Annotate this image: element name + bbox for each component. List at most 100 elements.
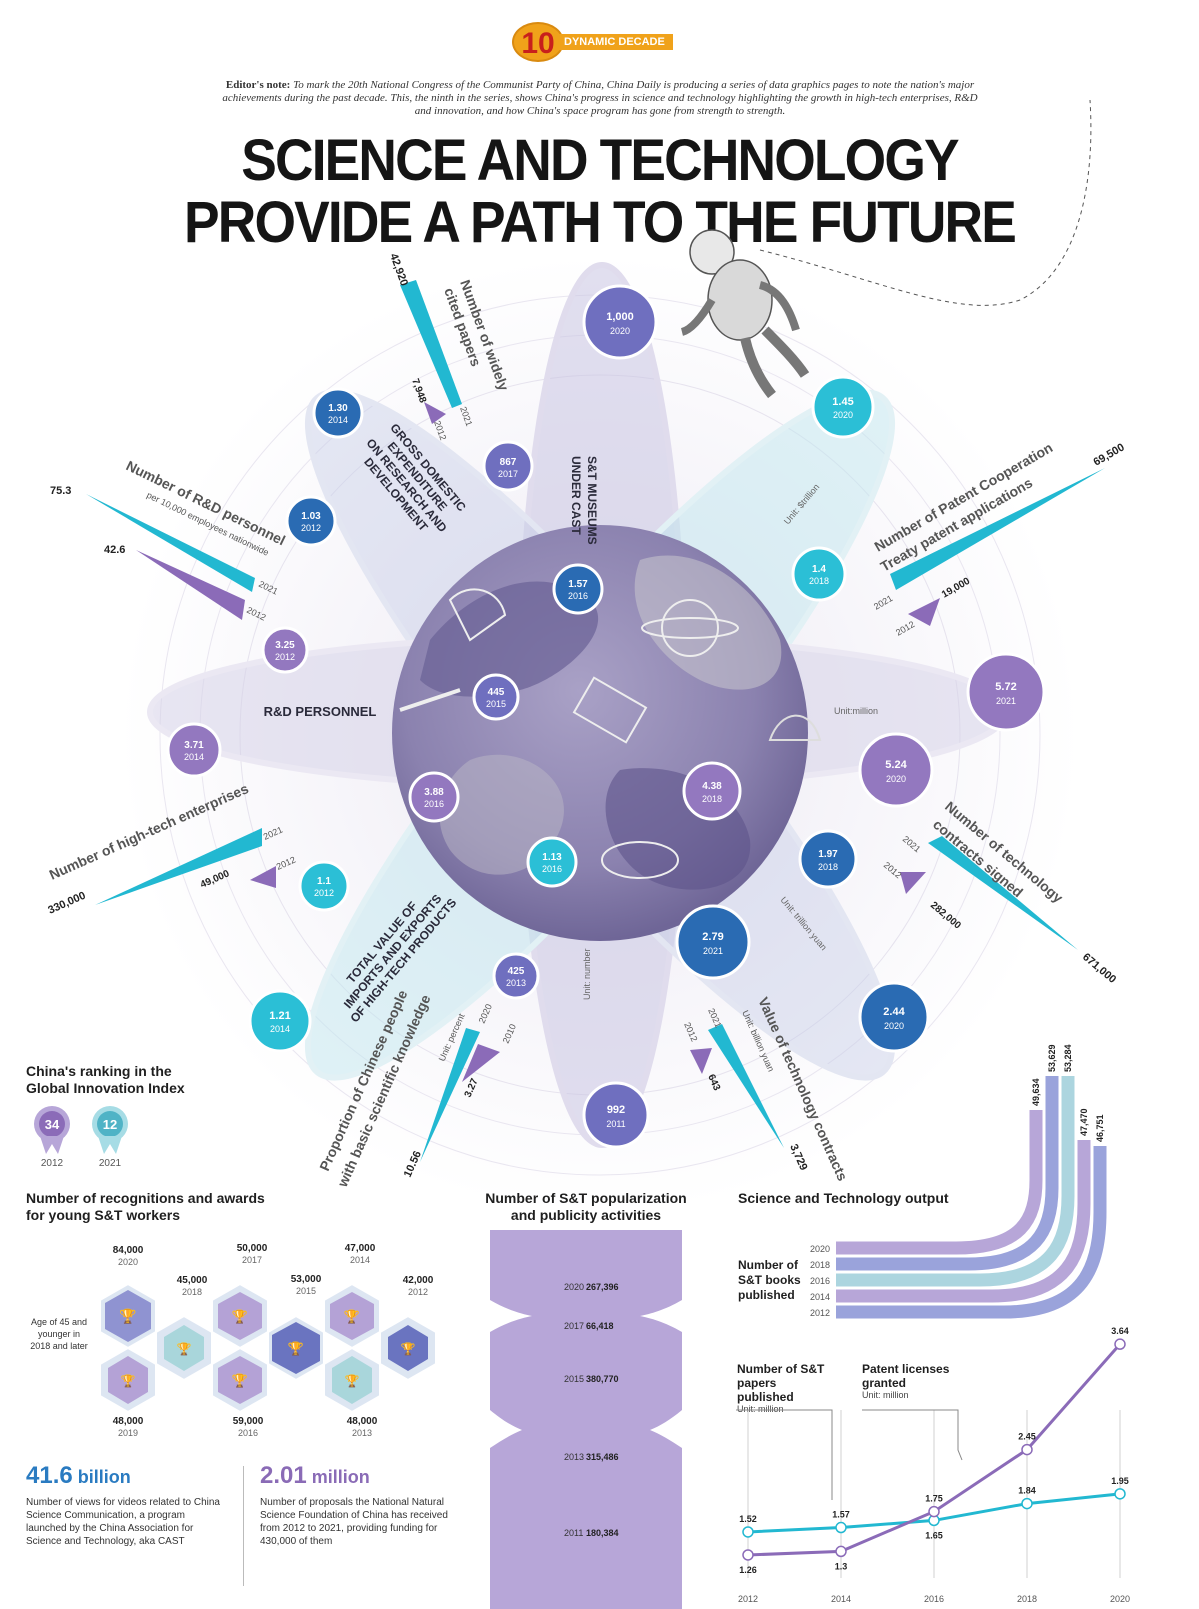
svg-text:1.30: 1.30 [328, 403, 348, 414]
svg-text:2014: 2014 [350, 1255, 370, 1265]
line-chart-pointers [736, 1409, 963, 1500]
svg-text:2011: 2011 [606, 1119, 625, 1129]
output-title: Science and Technology output [738, 1190, 949, 1206]
books-value-1: 53,629 [1047, 1044, 1057, 1072]
editors-note-text: To mark the 20th National Congress of th… [222, 79, 978, 117]
bubble-trade-2016: 1.13 2016 [526, 836, 578, 888]
svg-text:48,000: 48,000 [113, 1416, 144, 1427]
bubble-trade-2014: 1.21 2014 [248, 989, 312, 1053]
svg-text:2014: 2014 [184, 752, 204, 762]
svg-text:2018: 2018 [182, 1287, 202, 1297]
svg-text:2017: 2017 [564, 1321, 584, 1331]
svg-text:3.88: 3.88 [424, 787, 444, 798]
data-label: 1.84 [1018, 1486, 1036, 1496]
svg-text:1.4: 1.4 [812, 564, 826, 575]
logo-number: 10 [512, 22, 564, 62]
svg-text:671,000: 671,000 [1080, 951, 1118, 986]
views-stat: 41.6 billion Number of views for videos … [26, 1462, 220, 1547]
museums-label: S&T MUSEUMS [585, 456, 599, 545]
bubble-personnel-2021: 5.72 2021 [966, 652, 1046, 732]
planet-icon [661, 599, 719, 657]
svg-text:2015: 2015 [564, 1374, 584, 1384]
bubble-museums-2017: 867 2017 [482, 440, 534, 492]
svg-text:5.24: 5.24 [885, 759, 907, 771]
svg-text:1.13: 1.13 [542, 852, 562, 863]
series-point-1-4 [1114, 1338, 1126, 1350]
svg-text:3.25: 3.25 [275, 640, 295, 651]
svg-text:2018: 2018 [818, 862, 838, 872]
svg-text:🏆: 🏆 [121, 1374, 136, 1388]
awards-side-note: Age of 45 and younger in 2018 and later [30, 1317, 88, 1351]
data-label: 1.3 [835, 1561, 848, 1571]
svg-text:1.57: 1.57 [568, 579, 588, 590]
gii-title: China's ranking in the Global Innovation… [26, 1063, 185, 1096]
svg-text:2018: 2018 [702, 794, 722, 804]
bubble-museums-2015: 445 2015 [472, 673, 520, 721]
svg-text:2012: 2012 [301, 523, 321, 533]
svg-text:34: 34 [45, 1117, 60, 1132]
bubble-trade-2012: 1.1 2012 [298, 860, 350, 912]
bubble-trade-2018: 1.4 2018 [791, 546, 847, 602]
data-label: 1.95 [1111, 1476, 1129, 1486]
astronaut-icon [680, 229, 810, 399]
dynamic-decade-logo: 10 DYNAMIC DECADE [512, 22, 688, 62]
bubble-trade-2020: 1.45 2020 [811, 375, 875, 439]
svg-text:59,000: 59,000 [233, 1416, 264, 1427]
svg-text:867: 867 [500, 457, 517, 468]
svg-text:45,000: 45,000 [177, 1275, 208, 1286]
svg-text:2020: 2020 [886, 774, 906, 784]
satellite-icon [572, 676, 648, 744]
telescope-icon [399, 688, 461, 712]
svg-text:2021: 2021 [996, 696, 1016, 706]
x-tick-label: 2012 [738, 1594, 758, 1604]
books-year-3: 2014 [810, 1292, 830, 1302]
data-label: 1.57 [832, 1510, 850, 1520]
svg-text:2014: 2014 [270, 1024, 290, 1034]
bubble-personnel-2020: 5.24 2020 [858, 732, 934, 808]
svg-text:5.72: 5.72 [995, 681, 1016, 693]
books-value-0: 49,634 [1031, 1078, 1041, 1106]
bubble-gerd-2012: 1.03 2012 [285, 495, 337, 547]
bubble-gerd-2018: 1.97 2018 [798, 829, 858, 889]
svg-text:69,500: 69,500 [1092, 441, 1127, 468]
svg-text:330,000: 330,000 [46, 890, 87, 917]
svg-text:315,486: 315,486 [586, 1452, 619, 1462]
svg-text:4.38: 4.38 [702, 781, 722, 792]
svg-text:2.79: 2.79 [702, 931, 723, 943]
svg-text:2021: 2021 [703, 946, 723, 956]
svg-text:2012: 2012 [408, 1287, 428, 1297]
svg-text:1.1: 1.1 [317, 876, 331, 887]
svg-text:267,396: 267,396 [586, 1282, 619, 1292]
bubble-museums-2020: 1,000 2020 [582, 284, 658, 360]
svg-text:42,000: 42,000 [403, 1275, 434, 1286]
x-tick-label: 2014 [831, 1594, 851, 1604]
books-label: Number of S&T books published [738, 1258, 801, 1302]
logo-label: DYNAMIC DECADE [556, 34, 673, 50]
page-title-line2: PROVIDE A PATH TO THE FUTURE [184, 190, 1017, 255]
series-point-1-3 [1021, 1443, 1033, 1456]
svg-text:1,000: 1,000 [606, 311, 634, 323]
svg-text:50,000: 50,000 [237, 1243, 268, 1254]
bubble-gerd-2014: 1.30 2014 [312, 387, 364, 439]
bubble-personnel-2018: 4.38 2018 [682, 761, 742, 821]
svg-text:180,384: 180,384 [586, 1528, 619, 1538]
svg-text:2012: 2012 [275, 652, 295, 662]
svg-text:66,418: 66,418 [586, 1321, 614, 1331]
x-tick-label: 2018 [1017, 1594, 1037, 1604]
books-chart: 2020 2018 2016 2014 2012 49,634 53,629 5… [810, 1044, 1107, 1319]
